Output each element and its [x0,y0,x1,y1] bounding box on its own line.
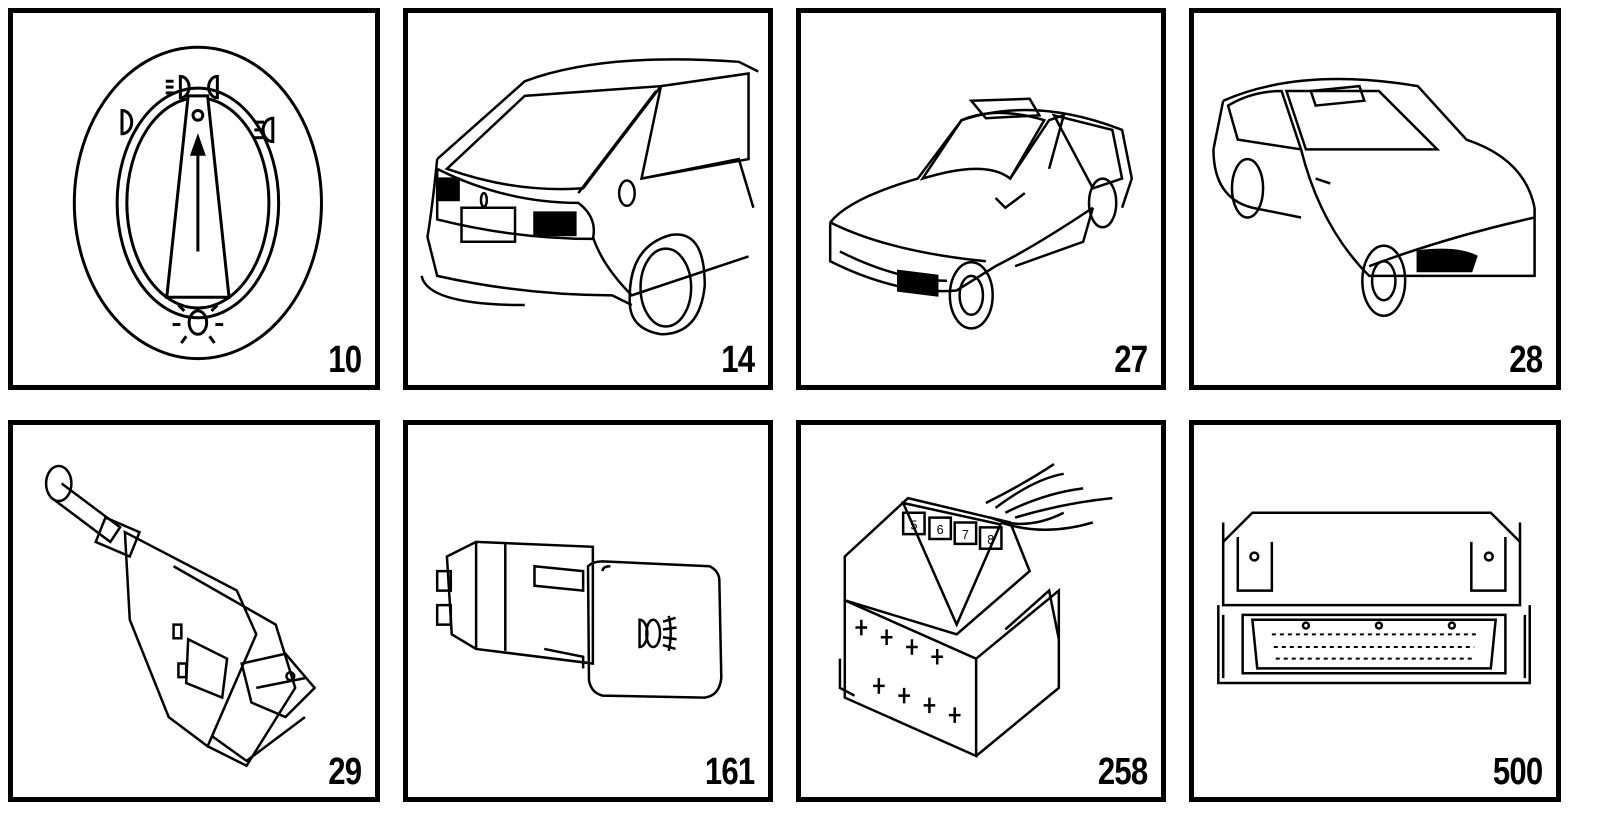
panel-number: 29 [327,751,362,793]
panel-number: 10 [327,339,362,381]
panel-number: 161 [704,751,754,793]
panel-10: 10 [8,8,380,390]
light-switch-knob-icon [13,13,375,385]
panel-29: 29 [8,420,380,802]
sedan-car-front-left-icon [801,13,1161,385]
panel-27: 27 [796,8,1166,390]
sedan-car-front-right-icon [1194,13,1556,385]
panel-number: 500 [1492,751,1542,793]
panel-number: 28 [1508,339,1543,381]
brake-light-switch-icon [13,425,375,797]
connector-pin-label: 5 [910,518,917,532]
panel-28: 28 [1189,8,1561,390]
control-module-icon [1194,425,1556,797]
panel-number: 258 [1097,751,1147,793]
hatchback-car-rear-icon [408,13,768,385]
panel-number: 27 [1113,339,1148,381]
connector-pin-label: 7 [962,528,969,542]
panel-258: 5 6 7 8 258 [796,420,1166,802]
fog-light-switch-icon [408,425,768,797]
panel-161: 161 [403,420,773,802]
connector-plug-icon: 5 6 7 8 [801,425,1161,797]
connector-pin-label: 6 [937,523,944,537]
panel-number: 14 [720,339,755,381]
panel-500: 500 [1189,420,1561,802]
connector-pin-label: 8 [987,533,994,547]
panel-14: 14 [403,8,773,390]
